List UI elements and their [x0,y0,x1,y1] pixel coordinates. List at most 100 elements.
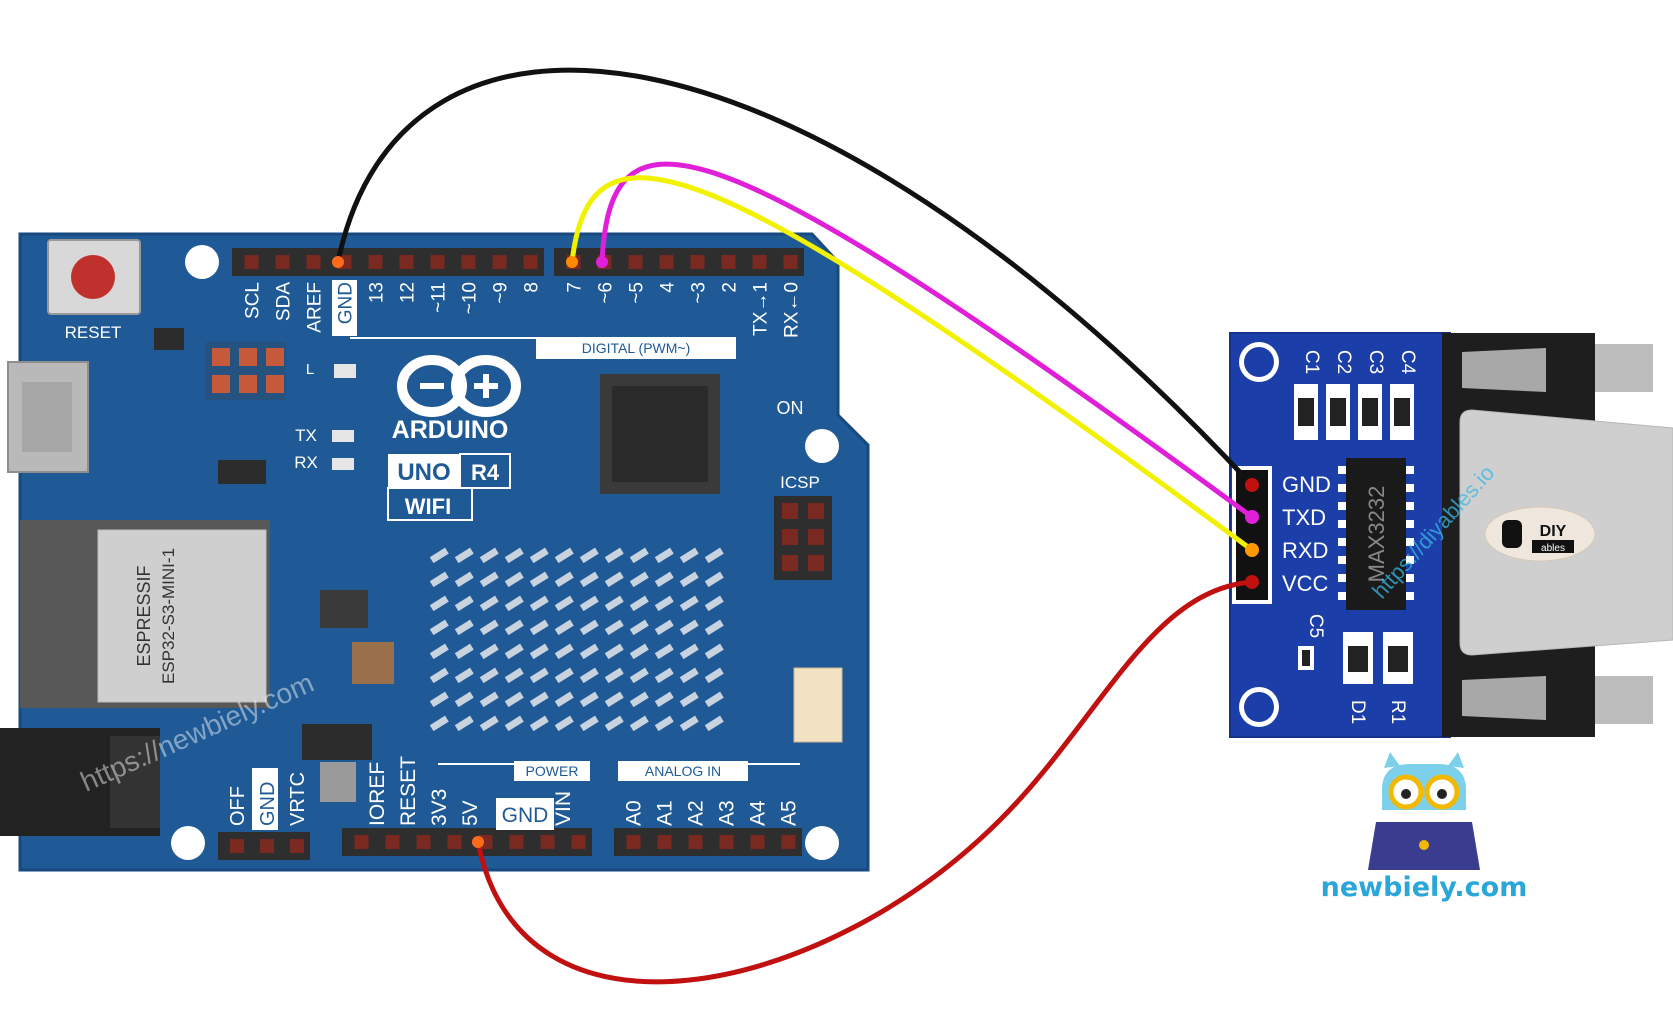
owl-pupil-right [1437,789,1447,799]
matrix-led [429,715,449,732]
matrix-led [579,595,599,612]
matrix-led [454,547,474,564]
matrix-led [654,715,674,732]
c5-body [1302,650,1310,666]
digital-pin-label: 4 [658,282,679,293]
matrix-led [504,547,524,564]
mcu-chip [612,386,708,482]
reset-button[interactable] [47,239,141,315]
vrtc-pin [230,839,244,853]
wire-txd [599,161,1254,520]
capacitor-label: C2 [1333,350,1354,374]
digital-pin-label: AREF [305,282,326,333]
matrix-led [704,667,724,684]
digital-header-label: DIGITAL (PWM~) [582,340,691,356]
led-matrix [429,547,724,732]
digital-pin-label: SCL [243,282,264,319]
matrix-led [529,643,549,660]
voltage-regulator-tab [320,762,356,802]
chip-pin [1406,520,1414,528]
chip-pin [1406,466,1414,474]
matrix-led [504,691,524,708]
wire-end-txd-module [1245,510,1259,524]
arduino-uno-r4-wifi-board: RESET ESPRESSIF ESP32-S3-MINI-1 L TX RX [0,232,870,872]
mount-hole [185,245,219,279]
owl-pupil-left [1401,789,1411,799]
matrix-led [604,619,624,636]
icsp-label: ICSP [780,473,820,492]
d1-label: D1 [1347,700,1368,724]
model-wifi: WIFI [405,494,451,519]
matrix-led [454,571,474,588]
qwiic-connector [793,667,843,743]
matrix-led [479,691,499,708]
matrix-led [604,571,624,588]
icsp-header [774,496,832,580]
digital-header-box [536,337,736,359]
matrix-led [429,691,449,708]
power-pin-label: 3V3 [428,789,451,826]
digital-pin-label: 8 [522,282,543,293]
matrix-led [579,571,599,588]
matrix-led [429,667,449,684]
chip-pin [1338,466,1346,474]
matrix-led [504,619,524,636]
matrix-led [529,619,549,636]
arduino-logo [397,355,521,417]
model-uno: UNO [397,459,450,486]
digital-left-pin [523,255,538,269]
matrix-led [579,547,599,564]
matrix-led [654,571,674,588]
matrix-led [529,667,549,684]
matrix-led [429,571,449,588]
matrix-led [679,619,699,636]
digital-pin-label: 7 [565,282,586,293]
header-pin [212,348,230,366]
matrix-led [529,691,549,708]
r1-body [1388,646,1408,672]
icsp-pin [782,503,798,519]
chip-pin [1338,538,1346,546]
matrix-led [454,595,474,612]
digital-pin-label: ~11 [429,282,450,313]
digital-pin-label: 13 [367,282,388,303]
usb-connector-inner [22,382,72,452]
chip-pin [1338,520,1346,528]
digital-right-pin [752,255,767,269]
matrix-led [529,595,549,612]
matrix-led [679,691,699,708]
matrix-led [554,595,574,612]
laptop-light [1419,840,1429,850]
matrix-led [654,619,674,636]
capacitor-label: C1 [1301,350,1322,374]
chip-pin [1406,574,1414,582]
matrix-led [654,667,674,684]
capacitor-label: C3 [1365,350,1386,374]
matrix-led [704,595,724,612]
digital-pin-label: 12 [398,282,419,303]
power-header [342,828,592,856]
chip-pin [1406,556,1414,564]
led-l [334,364,356,378]
wires [332,67,1259,985]
wire-vcc [475,579,1253,985]
small-header [212,348,284,393]
matrix-led [629,619,649,636]
power-pin-label: IOREF [366,762,389,826]
icsp-pin [808,503,824,519]
wire-gnd [335,67,1254,487]
power-pin [571,835,586,849]
gnd-label-highlight [332,280,357,336]
header-pin [239,375,257,393]
matrix-led [579,643,599,660]
vrtc-pin-label: OFF [227,786,249,826]
led-rx-label: RX [294,453,318,472]
module-mount-hole-inner [1244,347,1274,377]
chip-pin [1406,592,1414,600]
matrix-led [654,643,674,660]
barrel-jack-front [110,736,160,828]
matrix-led [554,571,574,588]
